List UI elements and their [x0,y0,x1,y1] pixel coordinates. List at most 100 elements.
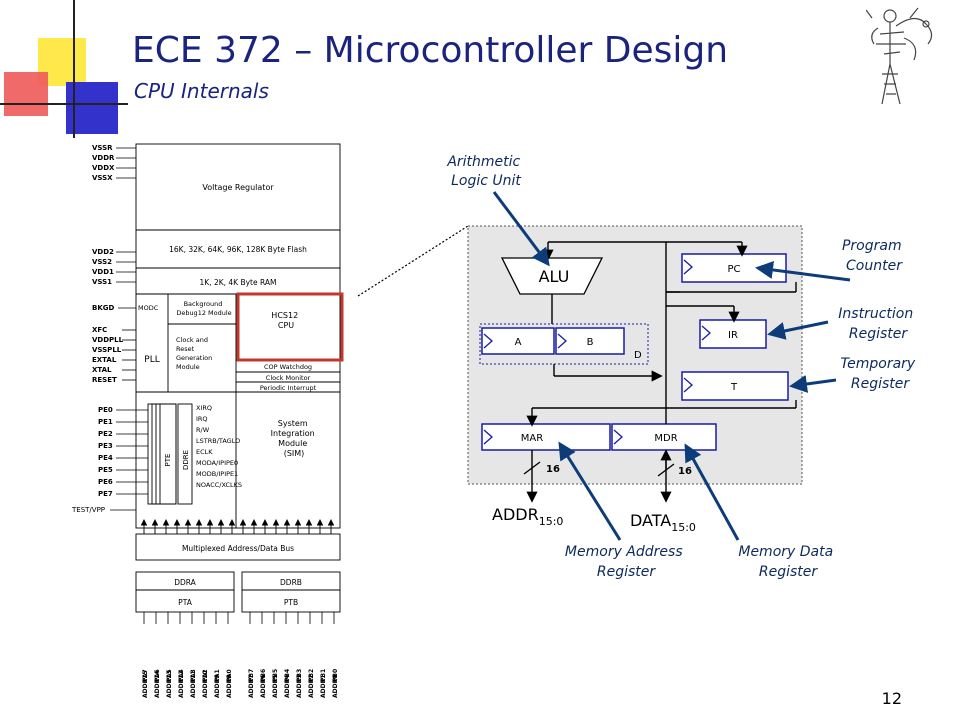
ddrb-label: DDRB [280,578,302,587]
cop-label: COP Watchdog [264,363,312,371]
pin-group-pe: PE0 PE1 PE2 PE3 PE4 PE5 PE6 PE7 [98,406,115,498]
periodic-interrupt-label: Periodic Interrupt [260,384,317,392]
bus-arrowhead [217,518,225,526]
alu-label: ALU [539,267,570,286]
register-mar-label: MAR [521,433,543,444]
pc-callout: Program Counter [842,238,906,274]
addr-bus-label: ADDR15:0 [492,505,563,528]
port-bit-label: PB6 [260,669,267,682]
address-line-label: ADDR15 [142,670,149,698]
port-bit-label: PA6 [154,669,161,682]
bus-arrowhead [151,518,159,526]
port-bit-label: PA3 [190,669,197,682]
port-bit-label: PA5 [166,669,173,682]
address-line-label: ADDR12 [178,670,185,698]
port-bit-label: PA2 [202,669,209,682]
voltage-regulator-label: Voltage Regulator [202,183,274,192]
mdr-callout: Memory Data Register [738,544,837,580]
port-bit-label: PB0 [332,669,339,682]
address-line-label: ADDR6 [260,675,267,698]
flash-label: 16K, 32K, 64K, 96K, 128K Byte Flash [169,245,307,254]
decorative-logo-icon [0,0,128,138]
address-line-label: ADDR8 [226,675,233,698]
ram-label: 1K, 2K, 4K Byte RAM [199,278,276,287]
register-pc-label: PC [727,264,740,275]
register-b-label: B [587,337,594,348]
crg-label: Clock and Reset Generation Module [176,336,214,371]
bus-arrowhead [283,518,291,526]
pin-group-pll: XFC VDDPLL VSSPLL EXTAL XTAL RESET [92,326,126,384]
clock-monitor-label: Clock Monitor [266,374,311,382]
addr-width-label: 16 [546,464,560,475]
register-mdr-label: MDR [654,433,677,444]
sim-signals: XIRQ IRQ R/W LSTRB/TAGLO ECLK MODA/IPIPE… [196,404,242,489]
data-bus-label: DATA15:0 [630,511,696,534]
register-a [481,327,555,355]
port-bit-label: PB1 [320,669,327,682]
address-line-label: ADDR1 [320,675,327,698]
bus-arrowhead [206,518,214,526]
bus-arrowhead [228,518,236,526]
sim-label: System Integration Module (SIM) [271,419,318,458]
pll-label: PLL [144,355,159,365]
address-line-label: ADDR13 [166,670,173,698]
address-line-label: ADDR0 [332,675,339,698]
ddre-label: DDRE [182,450,190,470]
address-line-label: ADDR10 [202,670,209,698]
accumulator-d-group [479,323,649,365]
alu-block [500,257,604,295]
register-mar [481,423,611,451]
bus-arrowhead [162,518,170,526]
page-number: 12 [881,689,902,708]
cpu-highlight-box [236,292,344,362]
register-b [555,327,625,355]
bus-arrowhead [239,518,247,526]
port-bit-label: PA0 [226,669,233,682]
pin-bkgd: BKGD [92,304,115,312]
cpu-block-label: HCS12 CPU [271,311,300,330]
slide-title: ECE 372 – Microcontroller Design [132,30,729,71]
pin-group-top: VSSR VDDR VDDX VSSX [92,144,117,182]
ddra-label: DDRA [174,578,196,587]
address-line-label: ADDR2 [308,675,315,698]
address-line-label: ADDR9 [214,675,221,698]
bus-arrowhead [305,518,313,526]
ir-callout: Instruction Register [838,306,917,342]
bus-arrowhead [173,518,181,526]
bus-arrowhead [327,518,335,526]
robot-sketch-icon [866,7,933,105]
slide-subtitle: CPU Internals [134,79,269,103]
register-a-label: A [515,337,522,348]
register-t [681,371,789,401]
port-bit-label: PB2 [308,669,315,682]
pin-group-power: VDD2 VSS2 VDD1 VSS1 [92,248,116,286]
address-line-label: ADDR3 [296,675,303,698]
bus-arrowhead [250,518,258,526]
bus-arrowhead [294,518,302,526]
bus-arrowhead [272,518,280,526]
modc-label: MODC [138,304,159,312]
mar-callout: Memory Address Register [565,544,687,580]
port-bit-label: PA4 [178,669,185,682]
alu-callout: Arithmetic Logic Unit [446,154,524,189]
address-line-label: ADDR4 [284,675,291,698]
port-bit-label: PB7 [248,669,255,682]
register-ir [699,319,767,349]
address-line-label: ADDR7 [248,675,255,698]
bus-arrowhead [140,518,148,526]
pin-test-vpp: TEST/VPP [71,506,105,514]
port-bit-label: PA7 [142,669,149,682]
port-bit-label: PB3 [296,669,303,682]
address-line-label: ADDR11 [190,670,197,698]
address-line-label: ADDR5 [272,675,279,698]
address-line-label: ADDR14 [154,670,161,698]
register-ir-label: IR [728,330,738,341]
port-bit-label: PB5 [272,669,279,682]
bus-arrowhead [261,518,269,526]
port-bit-label: PB4 [284,669,291,682]
register-d-label: D [634,350,642,361]
bus-label: Multiplexed Address/Data Bus [182,544,294,553]
bdm-label: Background Debug12 Module [176,300,231,317]
register-t-label: T [730,382,738,393]
